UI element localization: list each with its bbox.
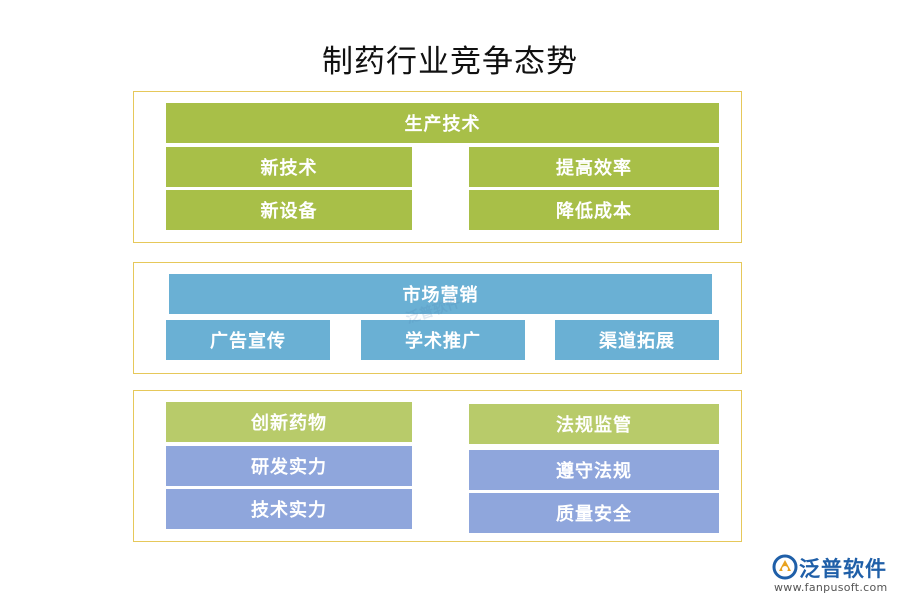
tech-strength-box: 技术实力: [166, 489, 412, 529]
new-equipment-box: 新设备: [166, 190, 412, 230]
marketing-header: 市场营销: [169, 274, 712, 314]
quality-safety-box: 质量安全: [469, 493, 719, 533]
rd-strength-box: 研发实力: [166, 446, 412, 486]
new-technology-box: 新技术: [166, 147, 412, 187]
compliance-box: 遵守法规: [469, 450, 719, 490]
fanpu-logo-icon: [772, 554, 798, 580]
innovation-regulation-panel: 创新药物 研发实力 技术实力 法规监管 遵守法规 质量安全: [133, 390, 742, 542]
brand-logo-block: 泛普软件 www.fanpusoft.com: [772, 552, 892, 594]
brand-name: 泛普软件: [799, 557, 887, 581]
academic-promotion-box: 学术推广: [361, 320, 525, 360]
innovative-drugs-header: 创新药物: [166, 402, 412, 442]
reduce-cost-box: 降低成本: [469, 190, 719, 230]
marketing-panel: 市场营销 广告宣传 学术推广 渠道拓展: [133, 262, 742, 374]
channel-expansion-box: 渠道拓展: [555, 320, 719, 360]
brand-url: www.fanpusoft.com: [774, 581, 888, 594]
advertising-box: 广告宣传: [166, 320, 330, 360]
production-tech-panel: 生产技术 新技术 新设备 提高效率 降低成本: [133, 91, 742, 243]
regulation-header: 法规监管: [469, 404, 719, 444]
production-tech-header: 生产技术: [166, 103, 719, 143]
diagram-title: 制药行业竞争态势: [322, 44, 578, 80]
improve-efficiency-box: 提高效率: [469, 147, 719, 187]
